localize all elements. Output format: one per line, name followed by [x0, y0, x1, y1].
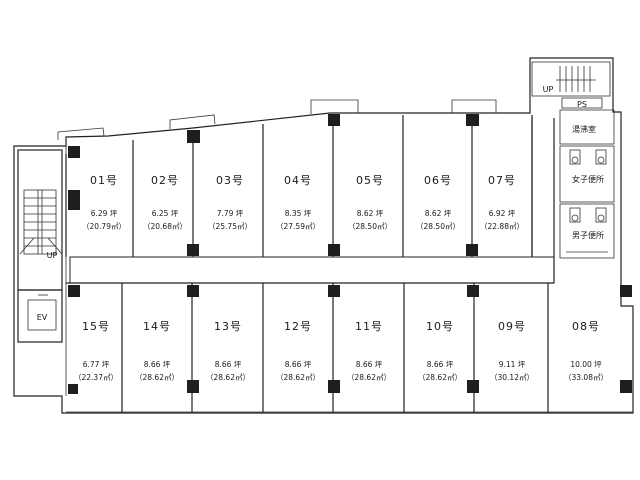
- unit-13: 13号 8.66 坪 （28.62㎡）: [206, 320, 250, 382]
- window-bays: [57, 99, 497, 140]
- unit-sqm: （28.62㎡）: [135, 373, 179, 382]
- unit-04: 04号 8.35 坪 （27.59㎡）: [276, 174, 320, 231]
- unit-tsubo: 6.29 坪: [91, 209, 118, 218]
- stair-up-right-label: UP: [543, 85, 554, 94]
- unit-03: 03号 7.79 坪 （25.75㎡）: [208, 174, 252, 231]
- unit-tsubo: 10.00 坪: [570, 360, 602, 369]
- womens-toilet-room: [559, 145, 615, 203]
- unit-number: 05号: [356, 174, 384, 187]
- unit-sqm: （22.37㎡）: [74, 373, 118, 382]
- unit-tsubo: 9.11 坪: [499, 360, 526, 369]
- unit-15: 15号 6.77 坪 （22.37㎡）: [74, 320, 118, 382]
- unit-sqm: （28.62㎡）: [276, 373, 320, 382]
- unit-number: 07号: [488, 174, 516, 187]
- unit-number: 01号: [90, 174, 118, 187]
- unit-sqm: （28.50㎡）: [416, 222, 460, 231]
- unit-02: 02号 6.25 坪 （20.68㎡）: [143, 174, 187, 231]
- unit-tsubo: 8.66 坪: [144, 360, 171, 369]
- unit-number: 06号: [424, 174, 452, 187]
- unit-sqm: （20.68㎡）: [143, 222, 187, 231]
- unit-number: 14号: [143, 320, 171, 333]
- unit-05: 05号 8.62 坪 （28.50㎡）: [348, 174, 392, 231]
- unit-tsubo: 8.62 坪: [425, 209, 452, 218]
- corridor: [69, 256, 555, 284]
- unit-sqm: （25.75㎡）: [208, 222, 252, 231]
- mens-toilet-label: 男子便所: [572, 230, 604, 240]
- ps-label: PS: [577, 100, 587, 109]
- unit-01: 01号 6.29 坪 （20.79㎡）: [82, 174, 126, 231]
- unit-number: 02号: [151, 174, 179, 187]
- mens-toilet-room: [559, 203, 615, 259]
- unit-10: 10号 8.66 坪 （28.62㎡）: [418, 320, 462, 382]
- mens-toilet-fixtures: [566, 207, 608, 253]
- unit-tsubo: 8.66 坪: [215, 360, 242, 369]
- unit-06: 06号 8.62 坪 （28.50㎡）: [416, 174, 460, 231]
- unit-tsubo: 6.92 坪: [489, 209, 516, 218]
- unit-tsubo: 8.66 坪: [356, 360, 383, 369]
- unit-sqm: （30.12㎡）: [490, 373, 534, 382]
- unit-number: 08号: [572, 320, 600, 333]
- unit-number: 11号: [355, 320, 383, 333]
- elevator-label: EV: [37, 313, 48, 322]
- unit-07: 07号 6.92 坪 （22.88㎡）: [480, 174, 524, 231]
- unit-tsubo: 6.25 坪: [152, 209, 179, 218]
- womens-toilet-fixtures: [569, 149, 607, 165]
- unit-tsubo: 8.35 坪: [285, 209, 312, 218]
- unit-sqm: （28.62㎡）: [418, 373, 462, 382]
- kitchen-room: [559, 109, 615, 145]
- top-room-walls: [65, 115, 533, 257]
- unit-sqm: （20.79㎡）: [82, 222, 126, 231]
- unit-sqm: （28.62㎡）: [206, 373, 250, 382]
- building-outline: [13, 57, 634, 414]
- unit-tsubo: 8.66 坪: [427, 360, 454, 369]
- left-stair: [17, 149, 63, 291]
- womens-toilet-label: 女子便所: [572, 174, 604, 184]
- right-stair: [531, 61, 611, 97]
- unit-12: 12号 8.66 坪 （28.62㎡）: [276, 320, 320, 382]
- unit-sqm: （27.59㎡）: [276, 222, 320, 231]
- kitchen-label: 湯沸室: [572, 124, 596, 134]
- unit-sqm: （22.88㎡）: [480, 222, 524, 231]
- stair-up-left-label: UP: [47, 251, 58, 260]
- pillars: [68, 114, 632, 394]
- unit-number: 10号: [426, 320, 454, 333]
- unit-number: 09号: [498, 320, 526, 333]
- unit-sqm: （28.50㎡）: [348, 222, 392, 231]
- bottom-room-walls: [66, 282, 554, 412]
- unit-tsubo: 8.66 坪: [285, 360, 312, 369]
- unit-number: 13号: [214, 320, 242, 333]
- ps-box: [561, 97, 603, 109]
- unit-sqm: （33.08㎡）: [564, 373, 608, 382]
- unit-tsubo: 7.79 坪: [217, 209, 244, 218]
- unit-number: 04号: [284, 174, 312, 187]
- unit-tsubo: 8.62 坪: [357, 209, 384, 218]
- unit-number: 15号: [82, 320, 110, 333]
- unit-number: 03号: [216, 174, 244, 187]
- unit-08: 08号 10.00 坪 （33.08㎡）: [564, 320, 608, 382]
- elevator: [17, 289, 63, 343]
- unit-14: 14号 8.66 坪 （28.62㎡）: [135, 320, 179, 382]
- unit-11: 11号 8.66 坪 （28.62㎡）: [347, 320, 391, 382]
- unit-tsubo: 6.77 坪: [83, 360, 110, 369]
- unit-number: 12号: [284, 320, 312, 333]
- unit-09: 09号 9.11 坪 （30.12㎡）: [490, 320, 534, 382]
- unit-sqm: （28.62㎡）: [347, 373, 391, 382]
